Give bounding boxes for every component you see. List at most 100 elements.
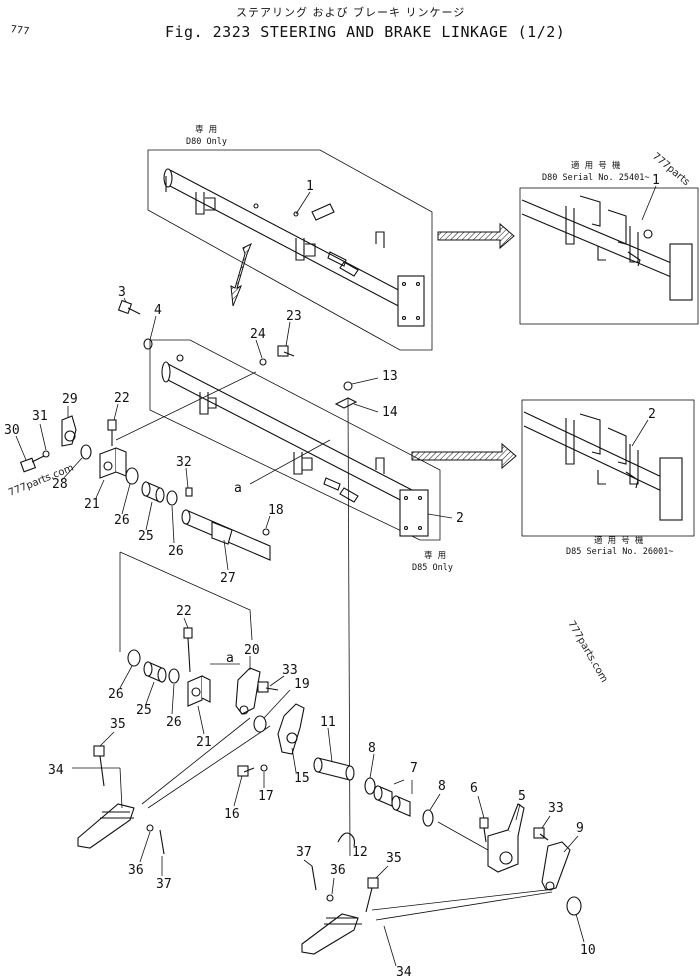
callout-22-upper: 22 — [114, 391, 130, 406]
title-japanese: ステアリング および ブレーキ リンケージ — [236, 5, 465, 19]
callout-31: 31 — [32, 409, 48, 424]
d80-serial-note-jp: 適 用 号 機 — [571, 160, 621, 171]
d80-only-note-jp: 専 用 — [195, 124, 217, 135]
steering-rod-left — [141, 717, 251, 805]
callout-26-d: 26 — [166, 715, 182, 730]
seal-8-left — [364, 777, 376, 795]
callout-24: 24 — [250, 327, 266, 342]
lever-29 — [61, 415, 77, 447]
bushing-25-lower — [143, 661, 167, 683]
bracket-21-upper — [99, 447, 127, 479]
d85-serial-note-jp: 適 用 号 機 — [594, 535, 644, 546]
washer-10 — [566, 896, 582, 916]
clevis-34-left — [77, 803, 135, 849]
seal-26-lower-left — [127, 649, 141, 667]
callout-34-left: 34 — [48, 763, 64, 778]
bolt-33-left — [257, 681, 279, 693]
clevis-34-right — [301, 913, 362, 955]
bracket-5 — [487, 803, 525, 873]
washer-18 — [262, 528, 270, 536]
bolt-23 — [277, 345, 295, 357]
ref-a-upper: a — [234, 481, 242, 496]
bushings-7 — [373, 785, 411, 817]
callout-36-right: 36 — [330, 863, 346, 878]
cotter-pin-37-right — [311, 865, 317, 891]
callout-9: 9 — [576, 821, 584, 836]
lever-9 — [541, 841, 571, 891]
callout-18: 18 — [268, 503, 284, 518]
pin-32 — [185, 487, 193, 497]
bushing-25-upper — [141, 481, 165, 503]
callout-21-upper: 21 — [84, 497, 100, 512]
shaft-11 — [313, 757, 355, 781]
washer-31 — [42, 450, 50, 458]
callout-32: 32 — [176, 455, 192, 470]
callout-37-right: 37 — [296, 845, 312, 860]
watermark-top-left: 777 — [10, 24, 30, 38]
callout-15: 15 — [294, 771, 310, 786]
callout-35-right: 35 — [386, 851, 402, 866]
seal-26-upper-left — [125, 467, 139, 485]
callout-22-lower: 22 — [176, 604, 192, 619]
callout-29: 29 — [62, 392, 78, 407]
shaft-27 — [181, 509, 271, 561]
callout-23: 23 — [286, 309, 302, 324]
callout-6: 6 — [470, 781, 478, 796]
brake-rod — [347, 397, 351, 857]
steering-rod-right — [371, 889, 547, 911]
bolt-33-right — [533, 827, 549, 841]
frame-d80-assembly: 専 用 D80 Only — [147, 124, 433, 351]
arrow-to-d85-inset — [411, 442, 517, 470]
callout-1-inset: 1 — [652, 173, 660, 188]
callout-16: 16 — [224, 807, 240, 822]
lever-15 — [277, 703, 305, 755]
washer-36-left — [146, 824, 154, 832]
callout-13: 13 — [382, 369, 398, 384]
d85-only-note: D85 Only — [412, 563, 453, 573]
grease-fitting-6 — [479, 817, 489, 843]
seal-26-upper-right — [166, 490, 178, 506]
ref-a-lower: a — [226, 651, 234, 666]
d85-serial-note: D85 Serial No. 26001~ — [566, 547, 673, 557]
frame-d85-assembly: 専 用 D85 Only — [149, 339, 453, 573]
grease-fitting-22-upper — [107, 419, 117, 446]
callout-25-lower: 25 — [136, 703, 152, 718]
callout-19: 19 — [294, 677, 310, 692]
figure-title: Fig. 2323 STEERING AND BRAKE LINKAGE (1/… — [165, 23, 565, 41]
washer-19 — [253, 715, 267, 733]
callout-26-c: 26 — [108, 687, 124, 702]
callout-11: 11 — [320, 715, 336, 730]
callout-33-left: 33 — [282, 663, 298, 678]
callout-4: 4 — [154, 303, 162, 318]
callout-27: 27 — [220, 571, 236, 586]
grease-fitting-22-lower — [183, 627, 193, 673]
inset-d80-serial: 適 用 号 機 D80 Serial No. 25401~ — [519, 160, 699, 325]
callout-8-left: 8 — [368, 741, 376, 756]
callout-28: 28 — [52, 477, 68, 492]
washer-36-right — [326, 894, 334, 902]
callout-10: 10 — [580, 943, 596, 958]
callout-36-left: 36 — [128, 863, 144, 878]
group-bracket-line — [119, 551, 253, 641]
callout-25-upper: 25 — [138, 529, 154, 544]
bolt-3 — [117, 299, 141, 315]
lever-20 — [235, 667, 261, 715]
inset-d85-serial: 適 用 号 機 D85 Serial No. 26001~ — [521, 399, 695, 557]
callout-1: 1 — [306, 179, 314, 194]
callout-33-right: 33 — [548, 801, 564, 816]
nut-13 — [343, 381, 353, 391]
callout-2-inset: 2 — [648, 407, 656, 422]
callout-12: 12 — [352, 845, 368, 860]
callout-37-left: 37 — [156, 877, 172, 892]
watermark-mid-right: 777parts.com — [565, 619, 609, 685]
arrow-to-d80-inset — [437, 222, 515, 250]
clip-14 — [334, 397, 358, 409]
seal-28 — [80, 444, 92, 460]
callout-8-right: 8 — [438, 779, 446, 794]
callout-7: 7 — [410, 761, 418, 776]
bracket-21-lower — [187, 675, 211, 707]
linkage-hatch-arrow — [230, 242, 252, 307]
pin-35-left — [93, 745, 105, 787]
